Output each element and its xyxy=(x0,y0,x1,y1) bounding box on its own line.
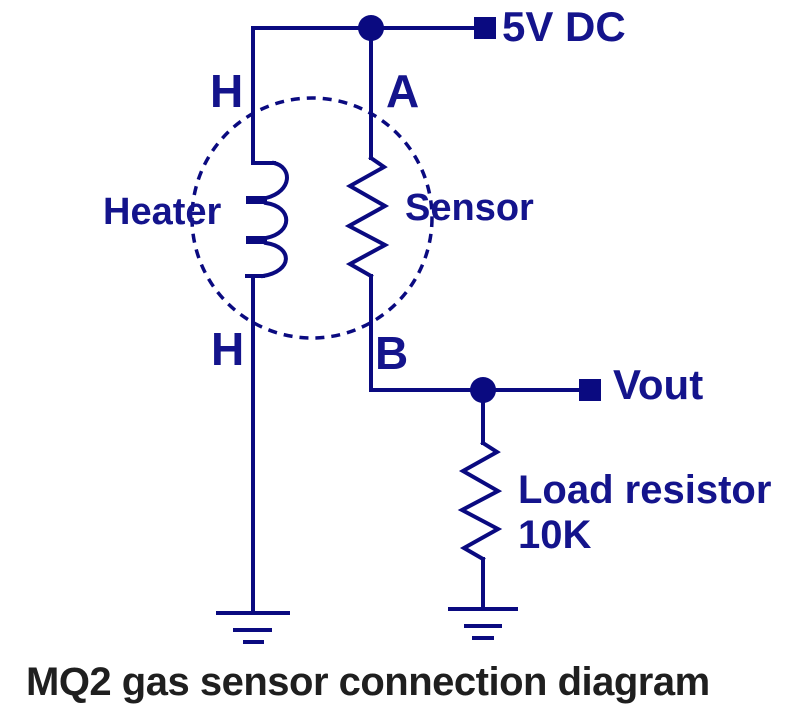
sensor-resistor-zigzag xyxy=(344,155,390,279)
load-resistor-label: Load resistor xyxy=(518,468,772,512)
terminal-square-supply xyxy=(474,17,496,39)
ground-symbol-right xyxy=(448,607,518,640)
load-resistor-zigzag xyxy=(457,440,503,562)
heater-label: Heater xyxy=(103,191,222,233)
diagram-caption: MQ2 gas sensor connection diagram xyxy=(26,660,710,704)
heater-coil xyxy=(245,160,289,279)
sensor-body-circle xyxy=(190,96,434,340)
junction-dot-supply xyxy=(358,15,384,41)
pin-label-a: A xyxy=(386,65,420,117)
junction-dot-vout xyxy=(470,377,496,403)
pin-label-h-top: H xyxy=(210,65,244,117)
sensor-label: Sensor xyxy=(405,187,534,229)
ground-symbol-left xyxy=(216,611,290,644)
vout-label: Vout xyxy=(613,361,704,408)
terminal-square-vout xyxy=(579,379,601,401)
load-resistor-value: 10K xyxy=(518,513,592,557)
pin-label-b: B xyxy=(375,327,409,379)
supply-label: 5V DC xyxy=(502,3,626,50)
pin-label-h-bottom: H xyxy=(211,323,245,375)
